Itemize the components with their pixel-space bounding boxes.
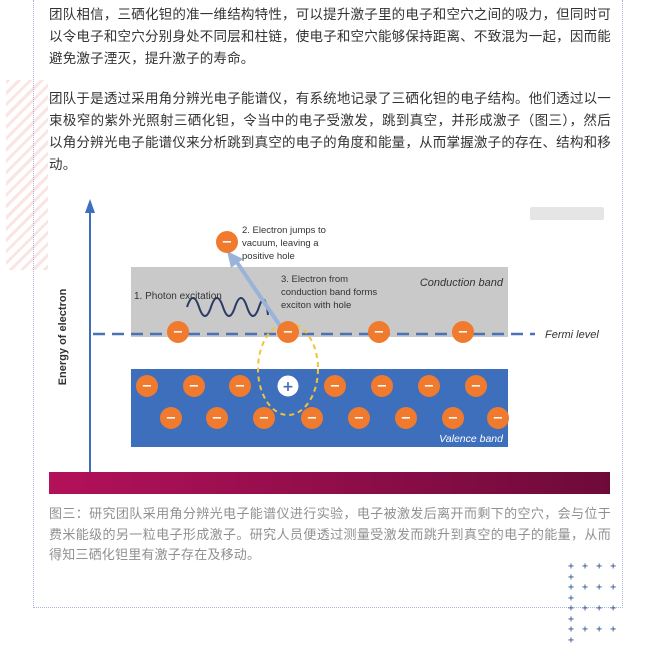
plus-row: + + + + +: [568, 561, 618, 583]
plus-row: + + + + +: [568, 624, 618, 646]
valence-electron-sign: −: [189, 379, 200, 394]
valence-electron-sign: −: [235, 379, 246, 394]
valence-electron: [206, 407, 228, 429]
valence-electron-sign: −: [424, 379, 435, 394]
valence-electrons-row-1: − − − − − − −: [136, 375, 487, 397]
valence-electron-sign: −: [142, 379, 153, 394]
step1-label: 1. Photon excitation: [134, 291, 222, 302]
fermi-electrons: − − − −: [167, 321, 474, 343]
fermi-level-label: Fermi level: [545, 329, 599, 341]
fermi-electron: [452, 321, 474, 343]
conduction-band-label: Conduction band: [420, 277, 504, 289]
valence-electron: [487, 407, 509, 429]
electron-jump-arrowhead: [227, 251, 243, 268]
valence-electron: [442, 407, 464, 429]
figure-caption: 图三：研究团队采用角分辨光电子能谱仪进行实验，电子被激发后离开而剩下的空穴，会与…: [49, 507, 611, 563]
step3-label: 3. Electron from conduction band forms e…: [281, 274, 380, 311]
fermi-electron-sign: −: [173, 325, 184, 340]
fermi-electron-sign: −: [283, 325, 294, 340]
step2-label: 2. Electron jumps to vacuum, leaving a p…: [242, 225, 329, 262]
fermi-electron: [277, 321, 299, 343]
fermi-electron: [368, 321, 390, 343]
valence-electrons-row-2: − − − − − − − −: [160, 407, 509, 429]
y-axis-label: Energy of electron: [57, 288, 69, 385]
valence-electron: [136, 375, 158, 397]
step3-line-1: 3. Electron from: [281, 274, 348, 285]
paragraph-2: 团队于是透过采用角分辨光电子能谱仪，有系统地记录了三硒化钽的电子结构。他们透过以…: [49, 91, 611, 173]
valence-electron-sign: −: [448, 411, 459, 426]
step3-line-3: exciton with hole: [281, 300, 351, 311]
valence-electron: [348, 407, 370, 429]
valence-electron-sign: −: [212, 411, 223, 426]
valence-electron-sign: −: [166, 411, 177, 426]
jumped-electron-sign: −: [222, 235, 233, 250]
positive-hole: [276, 374, 300, 398]
paragraph-1: 团队相信，三硒化钽的准一维结构特性，可以提升激子里的电子和空穴之间的吸力，但同时…: [49, 7, 611, 67]
exciton-diagram: Energy of electron Conduction band Valen…: [49, 199, 610, 494]
electron-jump-arrow: [234, 259, 287, 335]
positive-hole-sign: +: [282, 379, 294, 395]
valence-electron-sign: −: [307, 411, 318, 426]
step2-line-1: 2. Electron jumps to: [242, 225, 326, 236]
jumped-electron: [216, 231, 238, 253]
valence-electron-sign: −: [493, 411, 504, 426]
watermark: [530, 207, 604, 220]
fermi-electron: [167, 321, 189, 343]
valence-electron: [160, 407, 182, 429]
valence-electron: [253, 407, 275, 429]
valence-electron-sign: −: [471, 379, 482, 394]
y-axis-arrowhead: [85, 199, 95, 213]
fermi-electron-sign: −: [374, 325, 385, 340]
valence-electron-sign: −: [401, 411, 412, 426]
valence-electron: [183, 375, 205, 397]
valence-electron: [324, 375, 346, 397]
valence-electron: [371, 375, 393, 397]
valence-electron: [418, 375, 440, 397]
photon-wave: [186, 297, 269, 317]
plus-pattern: + + + + + + + + + + + + + + + + + + + +: [568, 561, 622, 645]
step3-line-2: conduction band forms: [281, 287, 377, 298]
step2-line-2: vacuum, leaving a: [242, 238, 319, 249]
valence-band-label: Valence band: [439, 433, 504, 445]
decorative-stripes: [6, 80, 48, 270]
fermi-electron-sign: −: [458, 325, 469, 340]
valence-electron: [229, 375, 251, 397]
valence-electron: [465, 375, 487, 397]
valence-electron-sign: −: [354, 411, 365, 426]
figure-banner: [49, 472, 610, 494]
valence-electron-sign: −: [259, 411, 270, 426]
article-frame: [33, 0, 623, 608]
plus-row: + + + + +: [568, 582, 618, 604]
step2-line-3: positive hole: [242, 251, 295, 262]
plus-row: + + + + +: [568, 603, 618, 625]
valence-electron: [301, 407, 323, 429]
valence-electron-sign: −: [330, 379, 341, 394]
valence-electron: [395, 407, 417, 429]
valence-electron-sign: −: [377, 379, 388, 394]
conduction-band: [131, 267, 508, 337]
